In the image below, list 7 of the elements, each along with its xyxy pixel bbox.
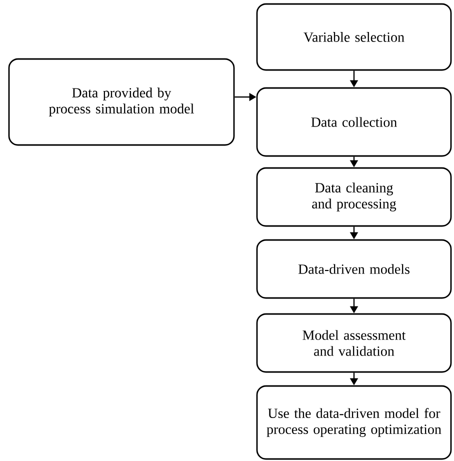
- process-box: Data cleaning and processing: [256, 167, 452, 227]
- process-box: Use the data-driven model for process operating optimization: [256, 385, 452, 460]
- process-box: Variable selection: [256, 3, 452, 71]
- process-box: Model assessment and validation: [256, 313, 452, 373]
- process-box: Data provided by process simulation model: [8, 58, 235, 146]
- process-box: Data collection: [256, 87, 452, 157]
- process-box: Data-driven models: [256, 239, 452, 299]
